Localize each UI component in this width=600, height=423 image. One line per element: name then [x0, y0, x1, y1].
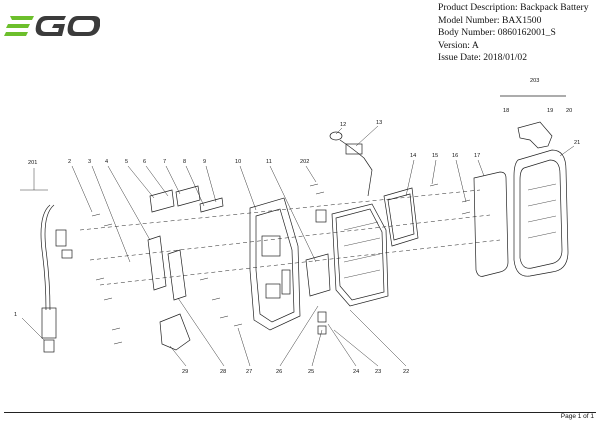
callout-7: 7: [163, 159, 166, 165]
callout-2: 2: [68, 159, 71, 165]
callout-15: 15: [432, 153, 438, 159]
callout-27: 27: [246, 369, 252, 375]
callout-23-right: 23: [375, 369, 381, 375]
callout-19: 19: [547, 108, 553, 114]
product-info: Product Description: Backpack Battery Mo…: [438, 2, 589, 65]
control-board: [305, 209, 331, 335]
small-plates: [149, 185, 224, 213]
callout-24: 24: [353, 369, 359, 375]
callout-14: 14: [410, 153, 416, 159]
callout-labels: 1 2 3 4 5 6 7 8 9 10 11 12 13 14 15 16 1…: [14, 78, 580, 375]
callout-4: 4: [105, 159, 108, 165]
callout-29: 29: [182, 369, 188, 375]
callout-11: 11: [266, 159, 272, 165]
front-housing: [249, 197, 301, 331]
version: Version: A: [438, 39, 479, 51]
product-description: Product Description: Backpack Battery: [438, 2, 589, 13]
side-brackets: [147, 235, 187, 301]
callout-12: 12: [340, 122, 346, 128]
body-number: Body Number: 0860162001_S: [438, 27, 556, 39]
callout-17: 17: [474, 153, 480, 159]
callout-25: 25: [308, 369, 314, 375]
callout-22: 22: [403, 369, 409, 375]
issue-date: Issue Date: 2018/01/02: [438, 52, 527, 64]
callout-10: 10: [235, 159, 241, 165]
callout-6: 6: [143, 159, 146, 165]
callout-20: 20: [566, 108, 572, 114]
callout-9: 9: [203, 159, 206, 165]
battery-cell-module: [331, 203, 389, 307]
callout-28: 28: [220, 369, 226, 375]
callout-16: 16: [452, 153, 458, 159]
latch-plate: [159, 313, 191, 351]
model-number: Model Number: BAX1500: [438, 14, 542, 26]
page-number: Page 1 of 1: [560, 413, 594, 420]
callout-5: 5: [125, 159, 128, 165]
callout-201: 201: [28, 160, 37, 166]
connector-cable: [329, 131, 373, 197]
frame-bracket: [383, 187, 419, 247]
rear-housing: [513, 149, 569, 277]
callout-1: 1: [14, 312, 17, 318]
callout-8: 8: [183, 159, 186, 165]
assembly-axis-lines: [79, 189, 501, 286]
callout-203: 203: [530, 78, 539, 84]
callout-26: 26: [276, 369, 282, 375]
cable-harness: [40, 204, 73, 353]
callout-18: 18: [503, 108, 509, 114]
callout-21: 21: [574, 140, 580, 146]
callout-13: 13: [376, 120, 382, 126]
callout-202: 202: [300, 159, 309, 165]
gasket: [473, 171, 509, 277]
callout-3: 3: [88, 159, 91, 165]
handle-cover: [500, 95, 566, 149]
ego-logo: [4, 16, 101, 38]
screws: [91, 183, 471, 345]
leader-lines: [20, 125, 575, 367]
footer-divider: [4, 412, 596, 413]
